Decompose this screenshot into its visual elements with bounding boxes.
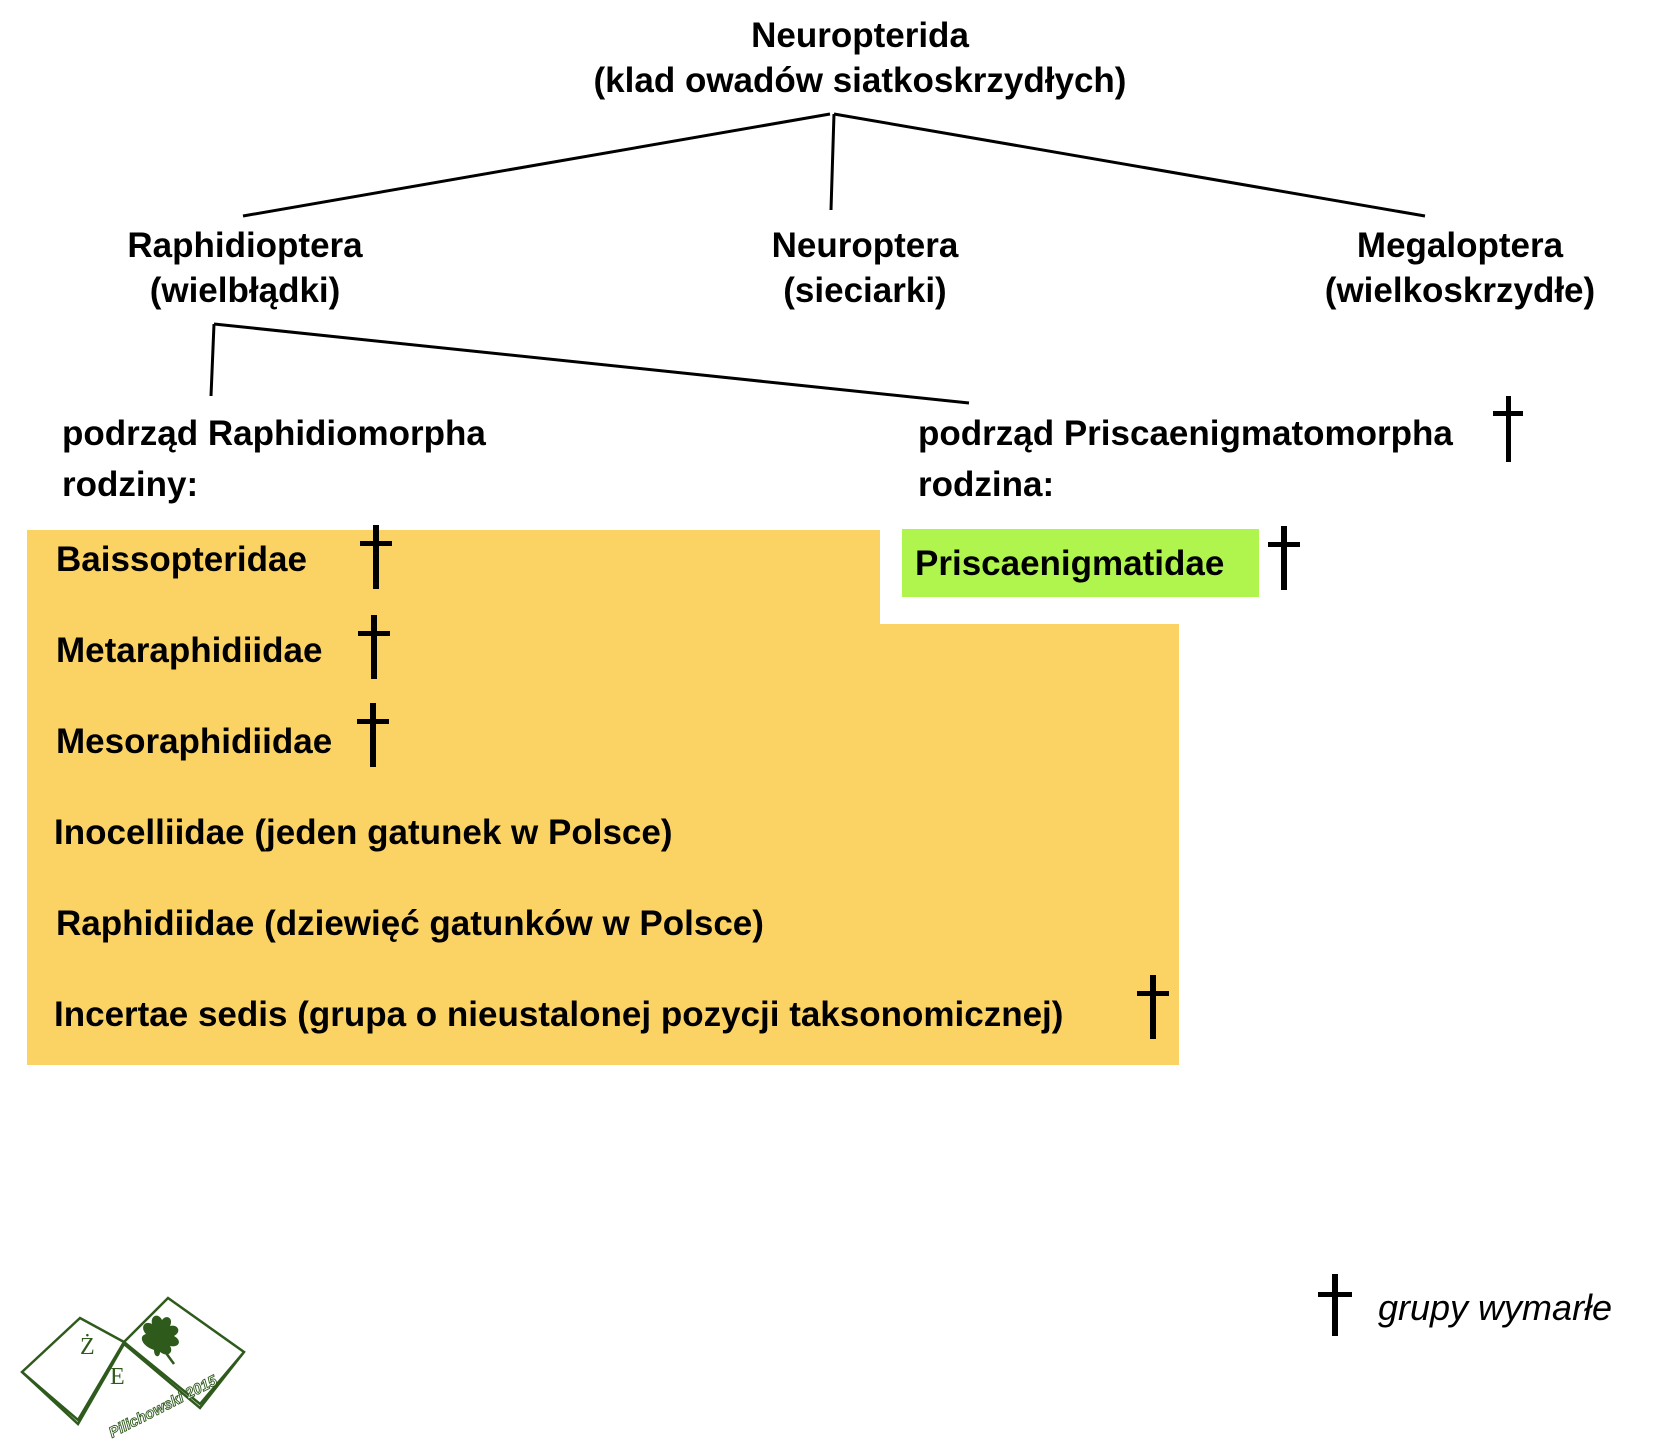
suborder-name: podrząd Raphidiomorpha [62,414,486,453]
extinct-cross-icon [1493,396,1523,462]
root-desc: (klad owadów siatkoskrzydłych) [593,61,1127,100]
order-desc: (wielkoskrzydłe) [1324,271,1596,310]
family-inocelliidae: Inocelliidae (jeden gatunek w Polsce) [54,813,673,852]
raphidiomorpha-box [27,530,880,625]
logo-letter-z: Ż [80,1334,95,1360]
raphidiomorpha-box-lower [27,624,1179,1065]
root-name: Neuropterida [751,16,969,55]
suborder-priscaenigmatomorpha: podrząd Priscaenigmatomorpha rodzina: [918,411,1453,507]
suborder-name: podrząd Priscaenigmatomorpha [918,414,1453,453]
edge-root-raphidioptera [242,112,831,218]
order-name: Megaloptera [1356,226,1564,265]
extinct-cross-icon [1137,975,1169,1039]
suborder-label: rodzina: [918,465,1055,504]
suborder-label: rodziny: [62,465,199,504]
family-metaraphidiidae: Metaraphidiidae [56,631,323,670]
family-priscaenigmatidae: Priscaenigmatidae [915,544,1225,583]
extinct-cross-icon [357,703,389,767]
legend-text: grupy wymarłe [1378,1287,1613,1328]
edge-root-neuroptera [829,113,836,211]
family-mesoraphidiidae: Mesoraphidiidae [56,722,333,761]
book-oak-leaf-logo: Ż E Pilichowski 2015 [20,1296,246,1442]
order-desc: (wielbłądki) [149,271,341,310]
order-neuroptera: Neuroptera (sieciarki) [700,223,1030,313]
family-incertae-sedis: Incertae sedis (grupa o nieustalonej poz… [54,995,1064,1034]
oak-leaf-icon [141,1315,179,1357]
family-raphidiidae: Raphidiidae (dziewięć gatunków w Polsce) [56,904,764,943]
edge-root-megaloptera [833,112,1426,218]
edge-raphidiomorpha [209,323,216,397]
order-raphidioptera: Raphidioptera (wielbłądki) [70,223,420,313]
edge-raphidioptera-bar [213,322,970,405]
extinct-cross-icon [360,525,392,589]
order-desc: (sieciarki) [783,271,947,310]
suborder-raphidiomorpha: podrząd Raphidiomorpha rodziny: [62,411,486,507]
order-name: Raphidioptera [127,226,363,265]
family-baissopteridae: Baissopteridae [56,540,307,579]
extinct-cross-icon [1268,526,1300,590]
logo-letter-e: E [110,1364,125,1390]
priscaenigmatomorpha-box [902,529,1259,597]
order-name: Neuroptera [771,226,959,265]
legend-extinct-cross-icon [1318,1274,1352,1336]
root-node: Neuropterida (klad owadów siatkoskrzydły… [560,13,1160,103]
order-megaloptera: Megaloptera (wielkoskrzydłe) [1290,223,1630,313]
extinct-cross-icon [358,615,390,679]
